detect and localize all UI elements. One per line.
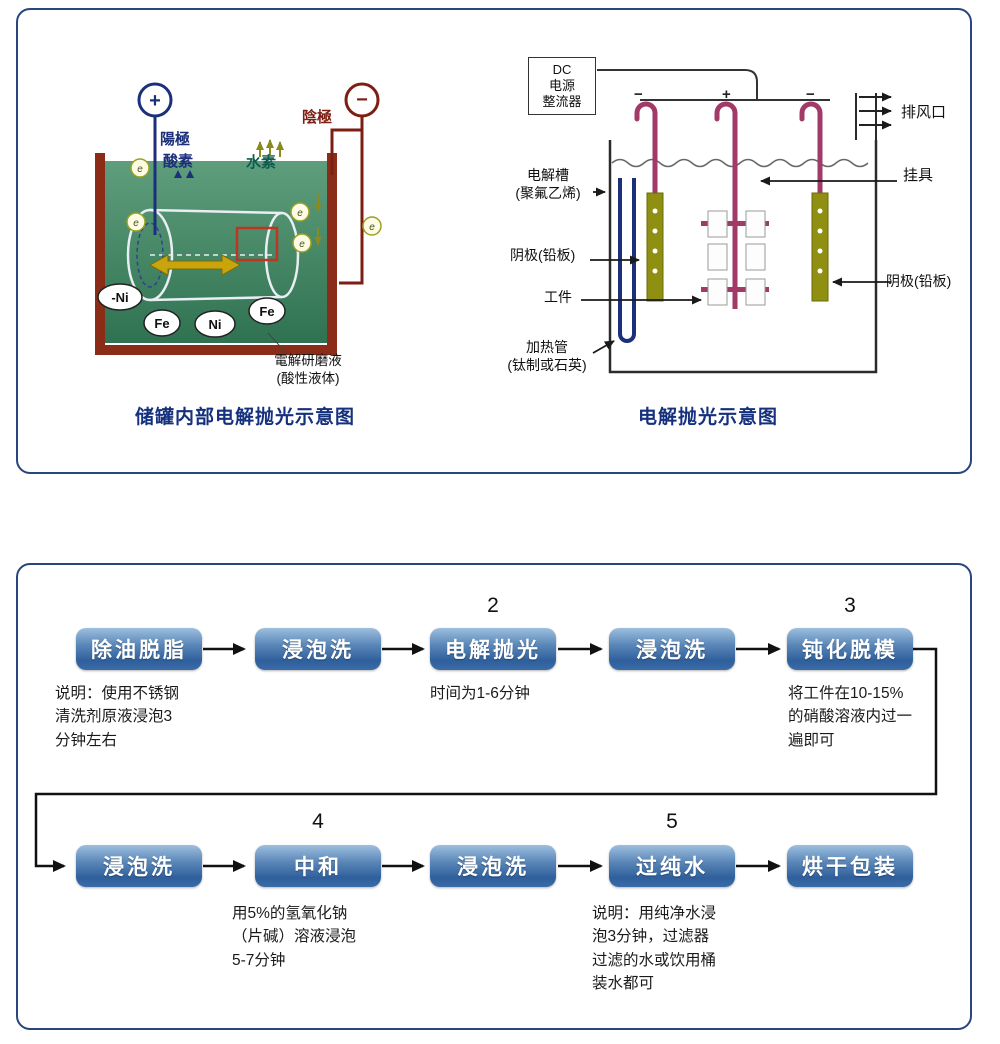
electrolyte-pointer-line xyxy=(267,332,289,356)
tank-polishing-diagram: + − e e e e e -Ni Fe Ni xyxy=(95,82,382,356)
svg-text:e: e xyxy=(369,222,375,233)
step-number: 4 xyxy=(312,810,324,833)
oxygen-label: 酸素 xyxy=(163,153,194,170)
step-number: 3 xyxy=(844,594,856,617)
electron-badge: e xyxy=(292,233,312,253)
electron-badge: e xyxy=(126,212,146,232)
ion-bubble: Fe xyxy=(143,309,181,337)
cathode-box xyxy=(235,226,279,262)
electrolyte-label: 電解研磨液 (酸性液体) xyxy=(274,353,342,386)
electron-badge: e xyxy=(290,202,310,222)
cathode-wire xyxy=(339,117,364,285)
dc-rectifier-box: DC 电源 整流器 xyxy=(528,57,596,115)
step-number: 5 xyxy=(666,810,678,833)
electron-badge: e xyxy=(362,216,382,236)
workpiece-label: 工件 xyxy=(544,289,572,305)
svg-text:Ni: Ni xyxy=(209,317,222,332)
cathode-left-label: 阴极(铅板) xyxy=(510,247,576,263)
flow-step-passivate: 钝化脱模 xyxy=(787,628,913,670)
oxygen-gas-ticks xyxy=(174,170,194,178)
electrolytic-tank xyxy=(608,140,878,374)
svg-text:e: e xyxy=(133,218,139,229)
electropolishing-bath-diagram xyxy=(581,69,897,374)
step-arrows xyxy=(203,643,781,872)
workpiece-crossbar xyxy=(701,221,769,226)
step-note: 将工件在10-15% 的硝酸溶液内过一 遍即可 xyxy=(788,685,913,749)
lead-cathode-plates xyxy=(646,192,829,302)
ion-bubble: -Ni xyxy=(97,283,143,311)
plate-bubbles xyxy=(652,208,823,274)
electrode-hangers xyxy=(634,101,829,309)
polarity-sign-minus: − xyxy=(806,86,815,103)
exhaust-duct xyxy=(855,93,877,140)
ion-bubble: Ni xyxy=(194,310,236,338)
cathode-wire-branch xyxy=(330,128,362,175)
flow-step-soak-rinse: 浸泡洗 xyxy=(430,845,556,887)
svg-text:Fe: Fe xyxy=(259,304,274,319)
hanger-hooks xyxy=(634,101,823,144)
ion-bubble: Fe xyxy=(248,297,286,325)
svg-text:e: e xyxy=(297,208,303,219)
exhaust-air-arrows xyxy=(859,92,892,130)
label-pointer-arrows xyxy=(581,176,897,354)
cathode-right-label: 阴极(铅板) xyxy=(886,273,952,289)
exhaust-label: 排风口 xyxy=(901,104,947,121)
right-diagram-caption: 电解抛光示意图 xyxy=(637,407,778,428)
polarity-sign-minus: − xyxy=(634,86,643,103)
cylinder-inner-dashed-ring xyxy=(136,222,164,288)
svg-text:e: e xyxy=(137,164,143,175)
step-number: 2 xyxy=(487,594,499,617)
cathode-terminal: − xyxy=(344,82,380,118)
cathode-label: 陰極 xyxy=(302,109,333,126)
flow-step-soak-rinse: 浸泡洗 xyxy=(76,845,202,887)
electron-badge: e xyxy=(130,158,150,178)
flow-step-dry-pack: 烘干包装 xyxy=(787,845,913,887)
svg-text:Fe: Fe xyxy=(154,316,169,331)
svg-text:-Ni: -Ni xyxy=(111,290,128,305)
hydrogen-label: 水素 xyxy=(246,154,277,171)
dc-supply-wire xyxy=(597,69,758,100)
polishing-direction-arrow xyxy=(148,254,242,276)
anode-terminal: + xyxy=(137,82,173,118)
electron-badges: e e e e e xyxy=(126,158,382,253)
tank-label: 电解槽 (聚氟乙烯) xyxy=(515,167,581,202)
left-diagram-caption: 储罐内部电解抛光示意图 xyxy=(134,407,355,428)
heater-label: 加热管 (钛制或石英) xyxy=(507,339,587,374)
workpiece-blocks xyxy=(707,210,766,306)
row-wrap-connector xyxy=(34,647,938,872)
workpiece-crossbar xyxy=(701,287,769,292)
flow-step-degrease: 除油脱脂 xyxy=(76,628,202,670)
step-note: 用5%的氢氧化钠 （片碱）溶液浸泡 5-7分钟 xyxy=(232,905,357,969)
hanger-label: 挂具 xyxy=(903,167,934,184)
workpiece-cylinder xyxy=(126,208,300,302)
anode-label: 陽極 xyxy=(160,131,191,148)
flow-step-soak-rinse: 浸泡洗 xyxy=(609,628,735,670)
hanger-stems xyxy=(652,139,823,309)
step-note: 说明：使用不锈钢 清洗剂原液浸泡3 分钟左右 xyxy=(55,685,180,749)
svg-text:−: − xyxy=(356,89,368,111)
heating-tube xyxy=(618,178,636,343)
hydrogen-gas-arrows xyxy=(256,139,284,157)
flow-step-soak-rinse: 浸泡洗 xyxy=(255,628,381,670)
svg-text:e: e xyxy=(299,239,305,250)
svg-text:+: + xyxy=(149,90,161,112)
flow-step-pure-water: 过纯水 xyxy=(609,845,735,887)
polarity-sign-plus: + xyxy=(722,86,731,103)
flow-step-electropolish: 电解抛光 xyxy=(430,628,556,670)
step-note: 时间为1-6分钟 xyxy=(430,685,530,702)
storage-tank-walls xyxy=(95,153,337,355)
metal-ion-bubbles: -Ni Fe Ni Fe xyxy=(97,283,286,338)
flow-step-neutralize: 中和 xyxy=(255,845,381,887)
step-note: 说明：用纯净水浸 泡3分钟，过滤器 过滤的水或饮用桶 装水都可 xyxy=(592,905,717,992)
